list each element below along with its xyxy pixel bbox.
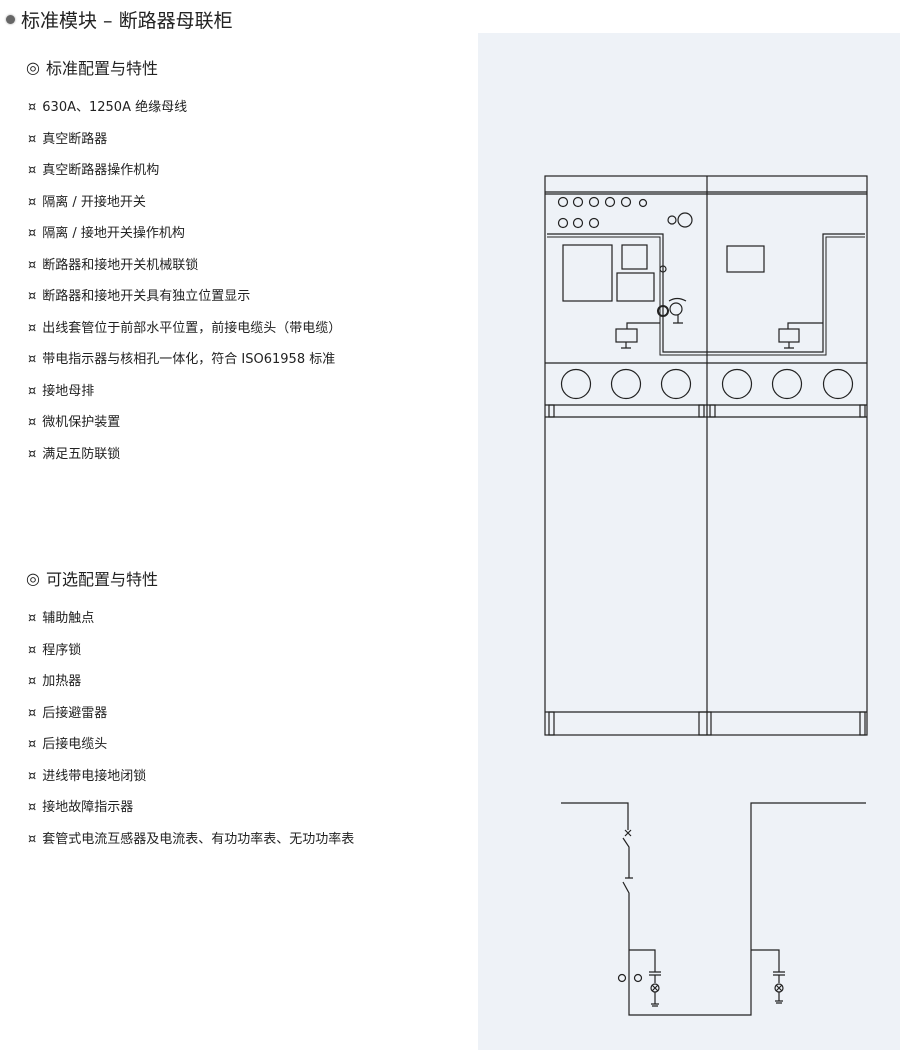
list-item: ¤后接避雷器 — [28, 704, 354, 736]
bullet-icon: ¤ — [28, 737, 37, 752]
bullet-icon: ¤ — [28, 642, 37, 658]
list-item: ¤进线带电接地闭锁 — [28, 767, 354, 799]
list-item: ¤程序锁 — [28, 641, 354, 673]
bullet-icon: ¤ — [28, 768, 37, 784]
bullet-icon: ¤ — [28, 831, 37, 847]
optional-list: ¤辅助触点¤程序锁¤加热器¤后接避雷器¤后接电缆头¤进线带电接地闭锁¤接地故障指… — [28, 609, 354, 861]
double-circle-icon: ◎ — [26, 568, 40, 588]
list-item: ¤630A、1250A 绝缘母线 — [28, 98, 341, 130]
list-item: ¤辅助触点 — [28, 609, 354, 641]
list-item: ¤断路器和接地开关机械联锁 — [28, 256, 341, 288]
optional-heading: ◎可选配置与特性 — [26, 568, 158, 590]
bullet-icon: ¤ — [28, 257, 37, 273]
bullet-icon: ¤ — [28, 415, 37, 430]
indicator-lamps — [557, 196, 693, 229]
list-item: ¤出线套管位于前部水平位置，前接电缆头（带电缆） — [28, 319, 341, 351]
list-item: ¤加热器 — [28, 672, 354, 704]
list-item: ¤带电指示器与核相孔一体化，符合 ISO61958 标准 — [28, 350, 341, 382]
list-item: ¤套管式电流互感器及电流表、有功功率表、无功功率表 — [28, 830, 354, 862]
list-item: ¤真空断路器操作机构 — [28, 161, 341, 193]
bullet-icon: ¤ — [28, 131, 37, 147]
standard-list: ¤630A、1250A 绝缘母线¤真空断路器¤真空断路器操作机构¤隔离 / 开接… — [28, 98, 341, 476]
standard-heading: ◎标准配置与特性 — [26, 57, 158, 79]
bullet-icon: ¤ — [28, 446, 37, 462]
list-item: ¤隔离 / 开接地开关 — [28, 193, 341, 225]
list-item: ¤微机保护装置 — [28, 413, 341, 445]
list-item: ¤断路器和接地开关具有独立位置显示 — [28, 287, 341, 319]
bullet-icon: ¤ — [28, 194, 37, 210]
double-circle-icon: ◎ — [26, 57, 40, 77]
bullet-icon: ¤ — [28, 289, 37, 304]
list-item: ¤接地母排 — [28, 382, 341, 414]
list-item: ¤真空断路器 — [28, 130, 341, 162]
cabinet-front-view — [544, 175, 868, 736]
list-item: ¤接地故障指示器 — [28, 798, 354, 830]
drawing-panel — [478, 33, 900, 1050]
bullet-icon: ¤ — [28, 705, 37, 721]
bullet-icon: ¤ — [28, 611, 37, 626]
bullet-icon: ¤ — [28, 226, 37, 241]
bullet-icon: ¤ — [28, 674, 37, 689]
single-line-diagram — [561, 802, 866, 1016]
bullet-icon: ¤ — [28, 352, 37, 367]
list-item: ¤满足五防联锁 — [28, 445, 341, 477]
bullet-icon: ¤ — [28, 800, 37, 815]
page-title: 标准模块 – 断路器母联柜 — [6, 6, 233, 33]
bullet-icon: ¤ — [28, 163, 37, 178]
list-item: ¤后接电缆头 — [28, 735, 354, 767]
bullet-icon: ¤ — [28, 100, 37, 115]
bullet-icon: ¤ — [28, 320, 37, 336]
bullet-icon: ¤ — [28, 383, 37, 399]
list-item: ¤隔离 / 接地开关操作机构 — [28, 224, 341, 256]
bullet-dot-icon — [6, 15, 15, 24]
